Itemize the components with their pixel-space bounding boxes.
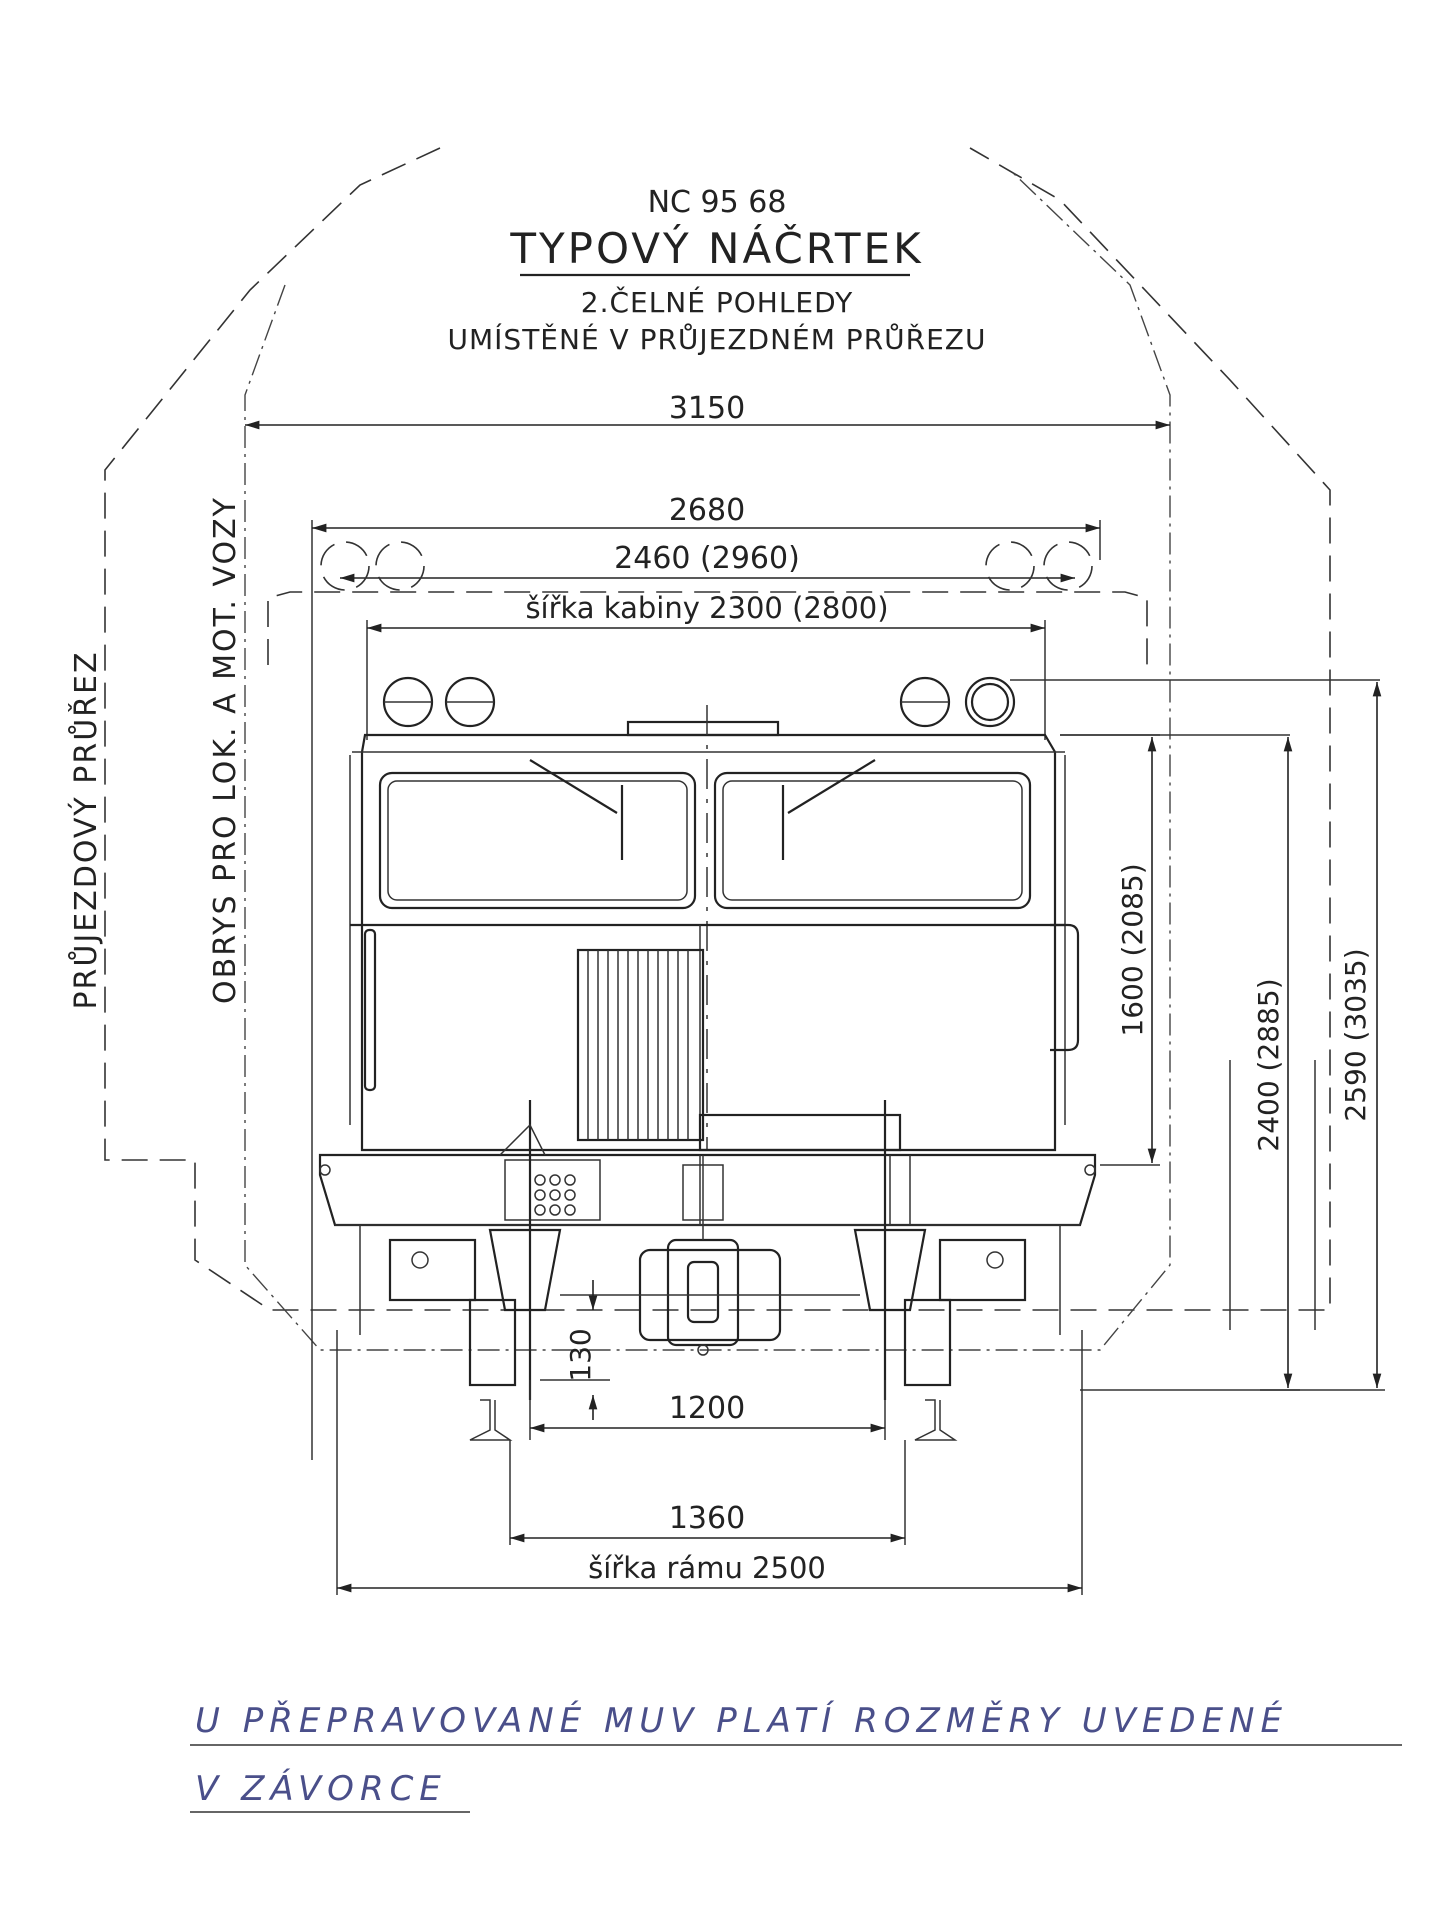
- svg-text:3150: 3150: [669, 391, 745, 426]
- svg-text:šířka kabiny 2300 (2800): šířka kabiny 2300 (2800): [525, 591, 888, 625]
- drawing-subtitle-2: UMÍSTĚNÉ V PRŮJEZDNÉM PRŮŘEZU: [448, 322, 987, 356]
- svg-text:1600 (2085): 1600 (2085): [1116, 863, 1149, 1036]
- inner-vehicle-profile: [244, 169, 1171, 1351]
- lamp-left: [382, 676, 496, 728]
- center-coupler: [560, 1155, 860, 1356]
- svg-text:2680: 2680: [669, 493, 745, 528]
- lamp-top-right-dashed: [985, 541, 1093, 591]
- cab-divider: [350, 923, 1065, 1150]
- wheelset-right: [853, 1100, 952, 1400]
- dimension-2460: 2460 (2960): [340, 541, 1075, 583]
- svg-text:2460 (2960): 2460 (2960): [614, 541, 800, 576]
- svg-text:1200: 1200: [669, 1391, 745, 1426]
- drawing-code: NC 95 68: [648, 185, 787, 220]
- cab-body: [349, 705, 1066, 1152]
- dimension-1200: 1200: [529, 1380, 886, 1440]
- windshield-left: [378, 759, 697, 910]
- windshield-right: [713, 759, 1032, 910]
- radiator-grille: [576, 948, 705, 1142]
- lamp-top-left-dashed: [320, 541, 425, 591]
- dimension-cab-width: šířka kabiny 2300 (2800): [366, 591, 1046, 740]
- dimension-130: 130: [540, 1280, 610, 1420]
- wheelset-left: [468, 1100, 562, 1400]
- svg-text:1360: 1360: [669, 1501, 745, 1536]
- dimension-3150: 3150: [244, 391, 1170, 430]
- drawing-title: TYPOVÝ NÁČRTEK: [509, 223, 923, 273]
- handwritten-note-line-2: V ZÁVORCE: [195, 1768, 447, 1809]
- dimension-cab-height: 1600 (2085): [1060, 734, 1160, 1166]
- rail-right: [914, 1399, 958, 1441]
- cab-handles: [363, 923, 1080, 1092]
- lamp-right: [899, 676, 1016, 728]
- handwritten-note-line-1: U PŘEPRAVOVANÉ MUV PLATÍ ROZMĚRY UVEDENÉ: [195, 1700, 1288, 1741]
- dimension-lamp-height: 2590 (3035): [1010, 679, 1385, 1391]
- outer-profile-label: PRŮJEZDOVÝ PRŮŘEZ: [67, 650, 104, 1009]
- buffer-left: [359, 1225, 477, 1335]
- svg-text:šířka rámu 2500: šířka rámu 2500: [588, 1551, 826, 1585]
- wide-variant-outline: [267, 591, 1148, 665]
- inner-profile-label: OBRYS PRO LOK. A MOT. VOZY: [208, 496, 243, 1004]
- svg-text:2590 (3035): 2590 (3035): [1339, 948, 1372, 1121]
- dimension-frame-width: šířka rámu 2500: [336, 1330, 1083, 1595]
- buffer-right: [938, 1225, 1061, 1335]
- svg-text:130: 130: [564, 1328, 597, 1381]
- rail-left: [469, 1399, 513, 1441]
- svg-text:2400 (2885): 2400 (2885): [1252, 978, 1285, 1151]
- hazard-panel: [534, 1174, 576, 1216]
- drawing-subtitle-1: 2.ČELNÉ POHLEDY: [581, 285, 854, 319]
- cab-lower-panel: [698, 1113, 902, 1152]
- dimension-2680: 2680: [311, 493, 1101, 1460]
- dimension-1360: 1360: [509, 1440, 906, 1545]
- dimension-roof-height: 2400 (2885): [1060, 734, 1300, 1391]
- outer-clearance-profile: [104, 147, 1331, 1311]
- frame-beam: [318, 1153, 1097, 1227]
